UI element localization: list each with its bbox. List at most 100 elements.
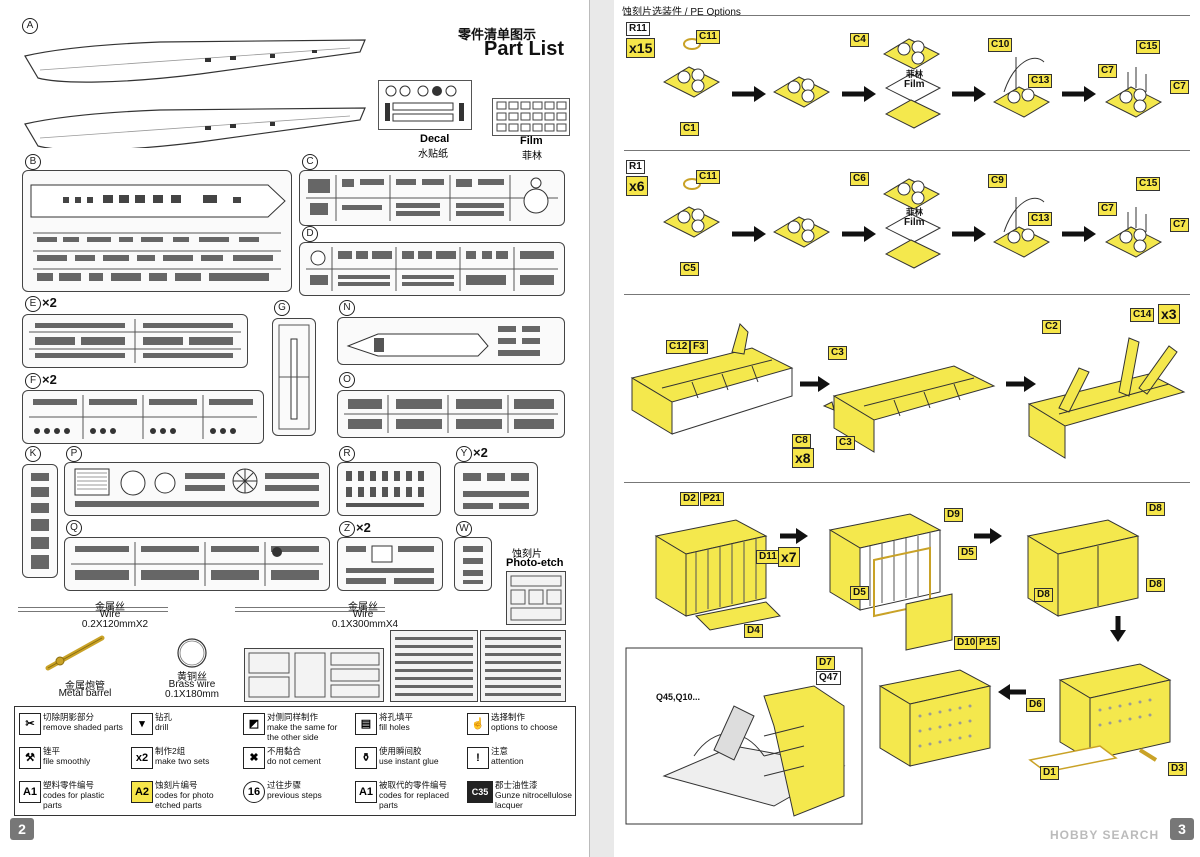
- photo-etch-fret-2: [390, 630, 478, 702]
- separator-1: [624, 150, 1190, 151]
- legend-item-cn: 过往步骤: [267, 780, 302, 790]
- separator-2: [624, 294, 1190, 295]
- row4-label-d3: D3: [1168, 762, 1187, 776]
- scissors-icon: ✂: [19, 713, 41, 735]
- legend-item-cn: 锉平: [43, 746, 61, 756]
- legend-item-cn: 塑料零件编号: [43, 780, 95, 790]
- row4-label-d7: D7: [816, 656, 835, 670]
- sprue-p-label: P: [66, 446, 82, 462]
- wire-line-2b: [235, 611, 385, 612]
- wire-1-spec: 0.2X120mmX2: [81, 619, 149, 630]
- row4-diagram: [625, 513, 1172, 825]
- row2-label-c5: C5: [680, 262, 699, 276]
- wire-line-1: [18, 607, 168, 608]
- brass-wire-label-cn: 黄铜丝: [177, 672, 207, 683]
- mirror-icon: ◩: [243, 713, 265, 735]
- sprue-c-label: C: [302, 154, 318, 170]
- sprue-y: [454, 462, 538, 516]
- legend-item-en: Gunze nitrocellulose lacquer: [495, 790, 573, 810]
- row2-qty: x6: [626, 176, 648, 196]
- brass-wire-spec: 0.1X180mm: [165, 689, 219, 700]
- row4-inset-note: Q45,Q10...: [656, 692, 701, 702]
- row3-label-c14: C14: [1130, 308, 1155, 322]
- legend-item-cn: 郡士油性漆: [495, 780, 538, 790]
- pe-options-header: 蚀刻片选装件 / PE Options: [622, 7, 741, 18]
- legend-item-cn: 不用黏合: [267, 746, 302, 756]
- legend-item-cn: 切除阴影部分: [43, 712, 95, 722]
- brass-wire-icon: [177, 638, 207, 668]
- legend-item-en: codes for replaced parts: [379, 790, 449, 810]
- legend-item-cn: 蚀刻片编号: [155, 780, 198, 790]
- film-label-cn: 菲林: [522, 151, 542, 162]
- sprue-b-label: B: [25, 154, 41, 170]
- row3-qty-c14: x3: [1158, 304, 1180, 324]
- legend-item-cn: 被取代的零件编号: [379, 780, 448, 790]
- sprue-r: [337, 462, 441, 516]
- sprue-b: [22, 170, 292, 292]
- row3-qty-c8: x8: [792, 448, 814, 468]
- row1-film-en: Film: [904, 79, 925, 90]
- legend-item-en: remove shaded parts: [43, 722, 123, 732]
- row2-film-en: Film: [904, 217, 925, 228]
- hull-sprue-a: [24, 39, 366, 148]
- row2-label-c9: C9: [988, 174, 1007, 188]
- watermark: HOBBY SEARCH: [1050, 828, 1160, 842]
- row1-label-c15: C15: [1136, 40, 1161, 54]
- row4-label-d5-a: D5: [958, 546, 977, 560]
- sprue-y-multiplier: ×2: [473, 445, 488, 460]
- wire-1-label-en: Wire: [99, 609, 121, 620]
- sprue-p: [64, 462, 330, 516]
- photo-etch-label-en: Photo-etch: [506, 557, 564, 569]
- legend-item-cn: 钻孔: [155, 712, 173, 722]
- header-separator: [624, 15, 1190, 16]
- row4-label-d6: D6: [1026, 698, 1045, 712]
- sprue-f-multiplier: ×2: [42, 372, 57, 387]
- legend-item-cn: 注意: [491, 746, 509, 756]
- previous-steps-icon: 16: [243, 781, 265, 803]
- make-two-icon: x2: [131, 747, 153, 769]
- page-number-right: 3: [1170, 818, 1194, 840]
- decal-label-en: Decal: [420, 133, 450, 145]
- row4-label-d1: D1: [1040, 766, 1059, 780]
- legend-item-en: do not cement: [267, 756, 321, 766]
- legend-item-en: attention: [491, 756, 524, 766]
- wire-2-label-en: Wire: [352, 609, 374, 620]
- metal-barrel-icon: [45, 635, 105, 671]
- legend-item-en: drill: [155, 722, 169, 732]
- sprue-c: [299, 170, 565, 226]
- row1-label-c7-a: C7: [1098, 64, 1117, 78]
- file-icon: ⚒: [19, 747, 41, 769]
- legend-item-en: file smoothly: [43, 756, 91, 766]
- row3-label-c3-a: C3: [828, 346, 847, 360]
- attention-icon: !: [467, 747, 489, 769]
- wire-2-label-cn: 金属丝: [348, 602, 378, 613]
- row2-film-cn: 菲林: [906, 207, 924, 217]
- row4-label-d2: D2: [680, 492, 699, 506]
- row1-label-c13: C13: [1028, 74, 1053, 88]
- right-page: 蚀刻片选装件 / PE Options R11 x15 C11 C1 C4 C1…: [614, 0, 1200, 857]
- sprue-f-label: F: [25, 373, 41, 389]
- legend-item-en: use instant glue: [379, 756, 439, 766]
- row1-diagram: [662, 38, 1163, 129]
- metal-barrel-label-cn: 金属炮管: [65, 681, 105, 692]
- sprue-y-label: Y: [456, 446, 472, 462]
- row4-label-d8-a: D8: [1146, 502, 1165, 516]
- row2-diagram: [662, 178, 1163, 269]
- row2-label-c13: C13: [1028, 212, 1053, 226]
- legend-item-cn: 制作2组: [155, 746, 186, 756]
- photo-etch-fret-1: [244, 648, 384, 702]
- row4-label-d11: D11: [756, 550, 780, 564]
- row2-label-c6: C6: [850, 172, 869, 186]
- sprue-z-label: Z: [339, 521, 355, 537]
- legend-item-en: codes for plastic parts: [43, 790, 105, 810]
